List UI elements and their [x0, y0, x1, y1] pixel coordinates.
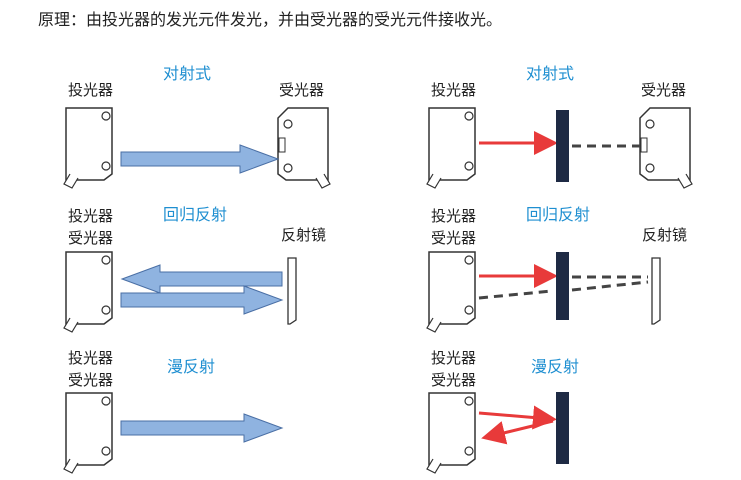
light-beam-arrow	[120, 413, 284, 443]
sensor-label-emitter: 投光器	[68, 349, 113, 367]
sensor-label-emitter: 投光器	[68, 207, 113, 225]
header-caption: 原理：由投光器的发光元件发光，并由受光器的受光元件接收光。	[38, 10, 503, 29]
emitter-label: 投光器	[68, 81, 113, 99]
diffuse-sensor	[63, 392, 113, 474]
receiver-sensor	[277, 107, 331, 189]
blocked-return-dashed	[478, 289, 553, 300]
emitter-sensor	[426, 107, 476, 189]
return-beam-arrow	[120, 264, 283, 294]
reflector	[651, 257, 661, 325]
reflector-label: 反射镜	[281, 226, 326, 244]
receiver-sensor	[639, 107, 693, 189]
receiver-label: 受光器	[279, 81, 324, 99]
diffuse-sensor	[426, 392, 476, 474]
title-through-beam-left: 对射式	[163, 64, 211, 83]
reflected-light-arrow	[481, 419, 554, 445]
emitter-label: 投光器	[431, 81, 476, 99]
sensor-label-emitter: 投光器	[431, 349, 476, 367]
receiver-label: 受光器	[641, 81, 686, 99]
blocking-object	[556, 110, 569, 182]
reflector	[287, 257, 297, 325]
sensor-label-receiver: 受光器	[68, 229, 113, 247]
sensor-label-receiver: 受光器	[431, 229, 476, 247]
target-object	[556, 392, 569, 464]
blocking-object	[556, 252, 569, 320]
title-diffuse-right: 漫反射	[531, 357, 579, 376]
title-retro-left: 回归反射	[163, 205, 227, 224]
title-retro-right: 回归反射	[526, 205, 590, 224]
blocked-return-dashed	[571, 280, 649, 292]
sensor-label-emitter: 投光器	[431, 207, 476, 225]
sensor-label-receiver: 受光器	[68, 371, 113, 389]
light-beam-arrow	[120, 144, 280, 174]
red-light-arrow	[478, 405, 557, 430]
outgoing-beam-arrow	[120, 285, 284, 315]
sensor-label-receiver: 受光器	[431, 371, 476, 389]
retro-sensor	[426, 251, 476, 333]
title-through-beam-right: 对射式	[526, 64, 574, 83]
title-diffuse-left: 漫反射	[167, 357, 215, 376]
reflector-label: 反射镜	[642, 226, 687, 244]
emitter-sensor	[63, 107, 113, 189]
retro-sensor	[63, 251, 113, 333]
